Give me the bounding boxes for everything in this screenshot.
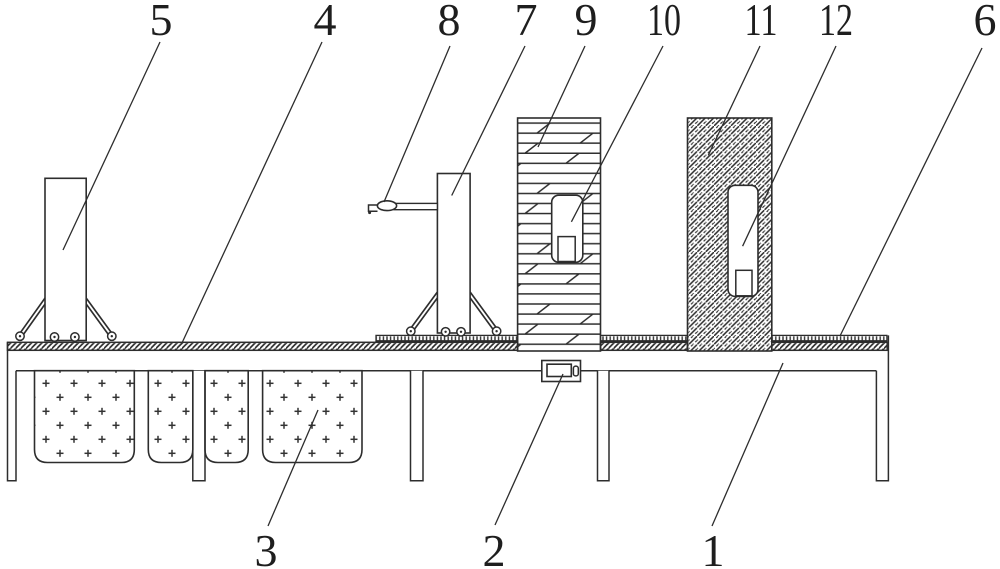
svg-text:7: 7 <box>515 0 538 45</box>
svg-text:6: 6 <box>974 0 997 45</box>
svg-text:8: 8 <box>438 0 461 45</box>
svg-text:4: 4 <box>314 0 337 45</box>
svg-text:3: 3 <box>255 525 278 569</box>
svg-text:11: 11 <box>745 0 778 45</box>
svg-text:5: 5 <box>150 0 173 45</box>
svg-text:12: 12 <box>819 0 853 45</box>
svg-text:1: 1 <box>702 525 725 569</box>
svg-text:2: 2 <box>483 525 506 569</box>
svg-text:10: 10 <box>647 0 681 45</box>
svg-text:9: 9 <box>575 0 598 45</box>
